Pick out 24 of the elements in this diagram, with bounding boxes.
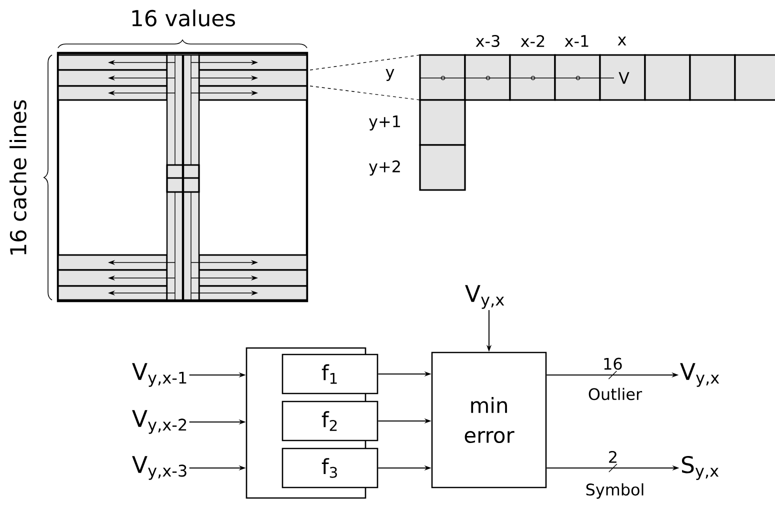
- function-box: f$_{2}$: [282, 400, 378, 442]
- value-label: V: [618, 72, 630, 84]
- input-label: V$_{y,x-2}$: [132, 410, 186, 434]
- function-box: f$_{1}$: [282, 354, 378, 394]
- row-label: y: [386, 68, 394, 81]
- column-label: x-3: [476, 34, 500, 48]
- bit-width-label: 16: [604, 358, 622, 370]
- bit-width-label: 2: [609, 450, 616, 463]
- output-caption: Symbol: [586, 483, 644, 499]
- row-label: y+2: [369, 160, 400, 176]
- dimension-label: 16 cache lines: [10, 100, 26, 254]
- output-label: V$_{y,x}$: [680, 363, 720, 387]
- output-caption: Outlier: [588, 388, 642, 400]
- process-box: min error: [431, 352, 547, 488]
- column-label: x-1: [564, 35, 588, 47]
- output-label: S$_{y,x}$: [682, 456, 719, 480]
- input-label: V$_{y,x-3}$: [132, 456, 186, 480]
- dimension-label: 16 values: [132, 10, 235, 26]
- input-label: V$_{y,x-1}$: [132, 363, 186, 387]
- column-label: x: [618, 36, 626, 46]
- function-box: f$_{3}$: [282, 448, 378, 488]
- row-label: y+1: [369, 116, 400, 130]
- column-label: x-2: [520, 35, 544, 47]
- input-label: V$_{y,x}$: [465, 285, 504, 309]
